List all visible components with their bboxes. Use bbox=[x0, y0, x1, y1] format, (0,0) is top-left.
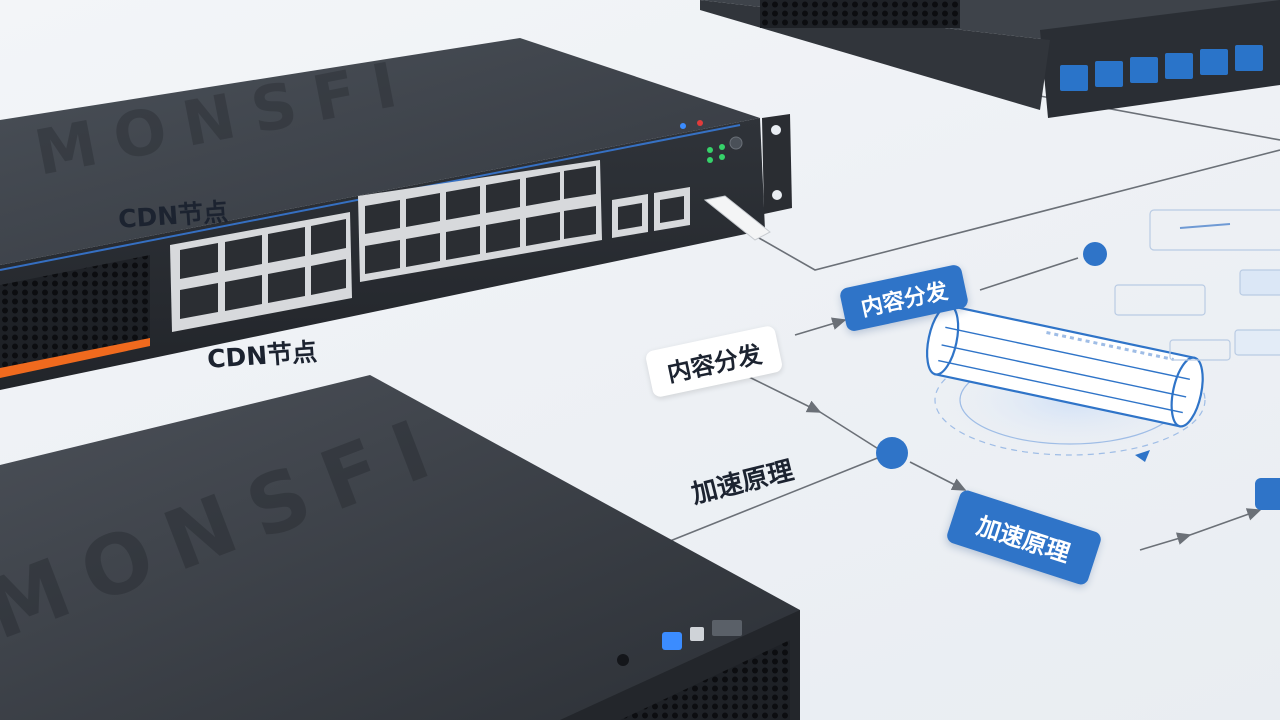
diagram-node-dot-middle bbox=[876, 437, 908, 469]
diagram-panel-faint bbox=[1114, 209, 1280, 361]
diagram-node-dot-top bbox=[1083, 242, 1107, 266]
diagram-node-edge-right bbox=[1255, 478, 1280, 510]
cdn-node-label-upper: CDN节点 bbox=[117, 197, 230, 234]
device-bottom-left: MONSFI bbox=[0, 375, 800, 720]
database-illustration bbox=[925, 304, 1225, 462]
network-switch-main: MONSFI bbox=[0, 38, 792, 390]
cdn-node-label-lower: CDN节点 bbox=[206, 337, 319, 374]
device-top-right bbox=[700, 0, 1280, 118]
